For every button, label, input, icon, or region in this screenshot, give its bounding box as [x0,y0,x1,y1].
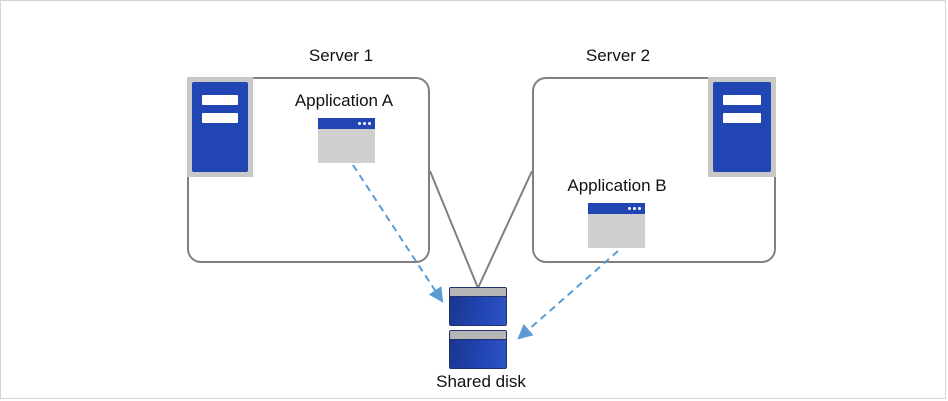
disk-platter [449,330,507,369]
server2-to-disk-line [477,170,533,289]
server-tower [713,82,771,172]
server1-to-disk-line [429,170,479,289]
server2-label: Server 2 [585,46,651,65]
disk-platter-top [450,288,506,297]
window-dot-icon [358,122,361,125]
server-slot [723,95,761,105]
server1-label: Server 1 [308,46,374,65]
window-dot-icon [368,122,371,125]
server-slot [723,113,761,123]
server2-tower-icon [708,77,776,177]
server-tower [192,82,248,172]
application-b-window-icon [588,203,645,248]
window-dot-icon [633,207,636,210]
disk-platter-top [450,331,506,340]
window-body [318,129,375,163]
application-b-to-disk-arrow [517,250,619,340]
application-b-label: Application B [567,176,667,195]
window-body [588,214,645,248]
server-slot [202,95,238,105]
window-titlebar [318,118,375,129]
window-dot-icon [638,207,641,210]
shared-disk-label: Shared disk [436,372,526,391]
disk-platter-body [450,297,506,325]
server1-tower-icon [187,77,253,177]
disk-platter-body [450,340,506,368]
window-dot-icon [363,122,366,125]
shared-disk-icon [449,287,507,373]
disk-platter [449,287,507,326]
application-a-window-icon [318,118,375,163]
window-titlebar [588,203,645,214]
application-a-label: Application A [294,91,394,110]
window-dot-icon [628,207,631,210]
server-slot [202,113,238,123]
